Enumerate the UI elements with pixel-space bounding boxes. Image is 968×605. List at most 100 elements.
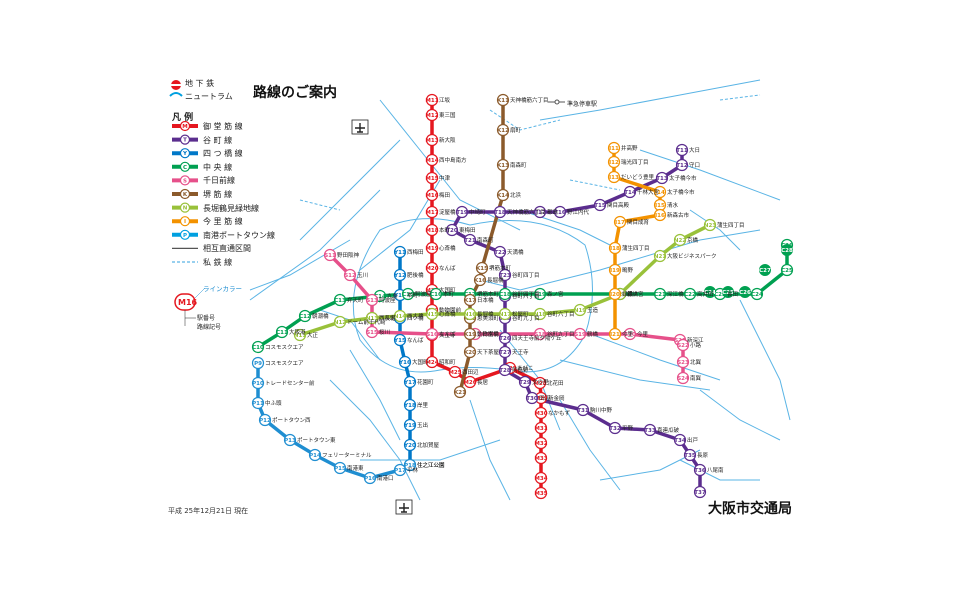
station-marker[interactable]: [683, 448, 697, 462]
station-marker[interactable]: [673, 433, 687, 447]
station-marker[interactable]: [498, 345, 512, 359]
station-marker[interactable]: [429, 287, 443, 301]
station-marker[interactable]: [425, 93, 439, 107]
station-marker[interactable]: [498, 331, 512, 345]
station-marker[interactable]: [675, 158, 689, 172]
station-marker[interactable]: [251, 356, 265, 370]
station-marker[interactable]: [293, 328, 307, 342]
station-marker[interactable]: [533, 307, 547, 321]
kintetsu-station-marker[interactable]: [759, 264, 771, 276]
station-marker[interactable]: [403, 418, 417, 432]
station-marker[interactable]: [425, 188, 439, 202]
station-marker[interactable]: [613, 215, 627, 229]
station-marker[interactable]: [445, 223, 459, 237]
station-marker[interactable]: [534, 451, 548, 465]
station-marker[interactable]: [448, 365, 462, 379]
station-marker[interactable]: [608, 241, 622, 255]
station-marker[interactable]: [463, 375, 477, 389]
station-marker[interactable]: [673, 233, 687, 247]
station-marker[interactable]: [676, 355, 690, 369]
station-marker[interactable]: [401, 287, 415, 301]
station-marker[interactable]: [623, 185, 637, 199]
station-marker[interactable]: [425, 133, 439, 147]
station-marker[interactable]: [365, 293, 379, 307]
station-marker[interactable]: [608, 327, 622, 341]
station-marker[interactable]: [298, 309, 312, 323]
station-marker[interactable]: [473, 273, 487, 287]
station-marker[interactable]: [533, 376, 547, 390]
station-marker[interactable]: [283, 433, 297, 447]
station-marker[interactable]: [453, 385, 467, 399]
station-marker[interactable]: [251, 396, 265, 410]
station-marker[interactable]: [425, 241, 439, 255]
station-marker[interactable]: [275, 325, 289, 339]
station-marker[interactable]: [403, 438, 417, 452]
station-marker[interactable]: [425, 307, 439, 321]
station-marker[interactable]: [534, 486, 548, 500]
station-marker[interactable]: [308, 448, 322, 462]
station-marker[interactable]: [623, 327, 637, 341]
station-marker[interactable]: [425, 205, 439, 219]
station-marker[interactable]: [343, 268, 357, 282]
station-marker[interactable]: [333, 293, 347, 307]
station-marker[interactable]: [475, 261, 489, 275]
station-marker[interactable]: [463, 307, 477, 321]
station-marker[interactable]: [534, 421, 548, 435]
station-marker[interactable]: [608, 263, 622, 277]
station-marker[interactable]: [363, 471, 377, 485]
station-marker[interactable]: [393, 268, 407, 282]
station-marker[interactable]: [498, 307, 512, 321]
station-marker[interactable]: [653, 249, 667, 263]
station-marker[interactable]: [463, 345, 477, 359]
station-marker[interactable]: [573, 303, 587, 317]
station-marker[interactable]: [425, 153, 439, 167]
station-marker[interactable]: [533, 327, 547, 341]
station-marker[interactable]: [653, 287, 667, 301]
station-marker[interactable]: [655, 171, 669, 185]
station-marker[interactable]: [703, 218, 717, 232]
station-marker[interactable]: [393, 463, 407, 477]
station-marker[interactable]: [576, 403, 590, 417]
station-marker[interactable]: [403, 375, 417, 389]
station-marker[interactable]: [258, 413, 272, 427]
station-marker[interactable]: [534, 406, 548, 420]
kintetsu-station-marker[interactable]: [739, 286, 751, 298]
station-marker[interactable]: [403, 398, 417, 412]
station-marker[interactable]: [573, 327, 587, 341]
station-marker[interactable]: [463, 293, 477, 307]
station-marker[interactable]: [653, 208, 667, 222]
station-marker[interactable]: [533, 205, 547, 219]
station-marker[interactable]: [534, 436, 548, 450]
station-marker[interactable]: [333, 461, 347, 475]
kintetsu-station-marker[interactable]: [704, 286, 716, 298]
station-marker[interactable]: [496, 158, 510, 172]
station-marker[interactable]: [525, 391, 539, 405]
station-marker[interactable]: [496, 188, 510, 202]
station-marker[interactable]: [393, 309, 407, 323]
station-marker[interactable]: [693, 485, 707, 499]
station-marker[interactable]: [365, 325, 379, 339]
station-marker[interactable]: [676, 371, 690, 385]
station-marker[interactable]: [593, 198, 607, 212]
station-marker[interactable]: [607, 141, 621, 155]
station-marker[interactable]: [683, 287, 697, 301]
kintetsu-station-marker[interactable]: [781, 244, 793, 256]
station-marker[interactable]: [333, 315, 347, 329]
station-marker[interactable]: [425, 171, 439, 185]
station-marker[interactable]: [463, 327, 477, 341]
station-marker[interactable]: [496, 123, 510, 137]
station-marker[interactable]: [533, 287, 547, 301]
station-marker[interactable]: [251, 340, 265, 354]
station-marker[interactable]: [750, 287, 764, 301]
station-marker[interactable]: [643, 423, 657, 437]
station-marker[interactable]: [608, 421, 622, 435]
station-marker[interactable]: [498, 287, 512, 301]
station-marker[interactable]: [693, 463, 707, 477]
station-marker[interactable]: [425, 223, 439, 237]
station-marker[interactable]: [496, 93, 510, 107]
station-marker[interactable]: [518, 375, 532, 389]
station-marker[interactable]: [653, 185, 667, 199]
station-marker[interactable]: [607, 170, 621, 184]
station-marker[interactable]: [425, 355, 439, 369]
station-marker[interactable]: [323, 248, 337, 262]
